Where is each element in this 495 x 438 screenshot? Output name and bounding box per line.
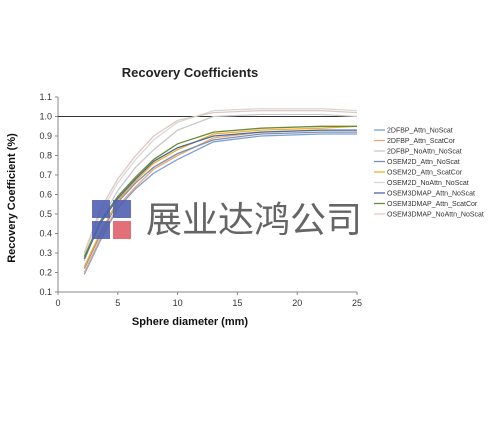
series-line-5 [83,125,358,267]
y-tick-label: 0.5 [39,209,52,219]
y-tick-label: 1.0 [39,112,52,122]
watermark: 展业达鸿公司 [92,200,362,241]
y-tick-label: 0.3 [39,248,52,258]
series-line-9 [83,109,358,254]
watermark-text: 展业达鸿公司 [146,200,362,241]
x-tick-label: 0 [55,298,60,308]
y-axis-label: Recovery Coefficient (%) [6,133,18,263]
watermark-logo-square-4 [113,221,131,239]
legend-label-3: 2DFBP_NoAttn_NoScat [387,149,462,156]
y-tick-label: 0.4 [39,229,52,239]
legend-label-6: OSEM2D_NoAttn_NoScat [387,180,469,187]
watermark-logo-square-2 [113,200,131,218]
legend: 2DFBP_Attn_NoScat 2DFBP_Attn_ScatCor 2DFBP… [374,128,484,219]
y-tick-label: 0.7 [39,170,52,180]
legend-label-8: OSEM3DMAP_Attn_ScatCor [387,201,478,208]
y-tick-label: 0.8 [39,151,52,161]
y-tick-label: 0.1 [39,287,52,297]
legend-label-9: OSEM3DMAP_NoAttn_NoScat [387,212,484,219]
x-tick-label: 20 [292,298,302,308]
series-line-4 [83,131,357,269]
y-tick-label: 1.1 [39,92,52,102]
series-line-6 [83,108,358,256]
watermark-logo-square-1 [92,200,110,218]
legend-label-2: 2DFBP_Attn_ScatCor [387,138,456,145]
y-tick-label: 0.9 [39,131,52,141]
chart-title: Recovery Coefficients [122,65,259,80]
legend-label-5: OSEM2D_Attn_ScatCor [387,170,463,177]
x-tick-label: 25 [352,298,362,308]
x-axis-label: Sphere diameter (mm) [132,316,248,328]
y-tick-label: 0.6 [39,190,52,200]
x-tick-label: 5 [115,298,120,308]
plot-area: 0.1 0.2 0.3 0.4 0.5 0.6 0.7 0.8 0.9 1.0 1.1 0 5 10 15 2… [39,92,362,308]
legend-label-7: OSEM3DMAP_Attn_NoScat [387,191,475,198]
y-tick-label: 0.2 [39,268,52,278]
legend-label-1: 2DFBP_Attn_NoScat [387,128,453,135]
legend-label-4: OSEM2D_Attn_NoScat [387,159,460,166]
x-tick-label: 10 [173,298,183,308]
x-tick-label: 15 [232,298,242,308]
watermark-logo-square-3 [92,221,110,239]
